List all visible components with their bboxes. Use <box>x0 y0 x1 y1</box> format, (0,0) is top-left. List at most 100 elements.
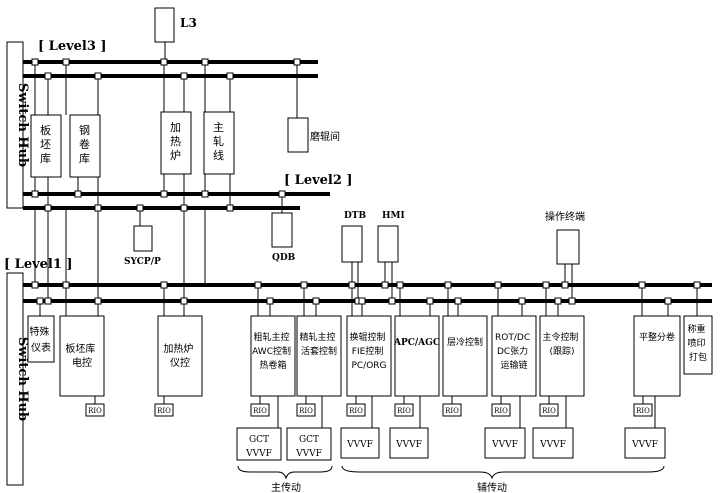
bus-node <box>201 58 209 66</box>
rio-units: RIO RIO RIO RIO RIO RIO RIO RIO RIO RIO <box>85 396 653 417</box>
bus-node <box>180 297 188 305</box>
furnace-label: 加 热 炉 <box>170 121 185 162</box>
bus-node <box>388 297 396 305</box>
level1-switch-hub: Switch Hub <box>6 272 30 486</box>
svg-text:GCT: GCT <box>299 435 319 445</box>
slab-yard-server <box>30 114 62 178</box>
bus-node <box>348 281 356 289</box>
bus-node <box>568 297 576 305</box>
operator-terminal-box <box>556 229 580 265</box>
bus-node <box>518 297 526 305</box>
main-line-label: 主 轧 线 <box>213 121 228 162</box>
bus-node <box>180 72 188 80</box>
drive-rough <box>236 427 282 461</box>
bus-node <box>300 281 308 289</box>
svg-text:RIO: RIO <box>542 407 556 415</box>
svg-text:RIO: RIO <box>636 407 650 415</box>
bus-node <box>226 204 234 212</box>
bus-node <box>31 281 39 289</box>
bus-node <box>396 281 404 289</box>
operator-terminal-label: 操作终端 <box>545 210 585 223</box>
main-cmd-box <box>539 315 585 397</box>
drive-units: GCT VVVF GCT VVVF VVVF VVVF VVVF VVVF VV… <box>236 396 666 461</box>
hmi-box <box>377 225 399 263</box>
bus-node <box>62 58 70 66</box>
level1-controllers: 特殊 仪表 板坯库 电控 加热炉 仪控 粗轧主控 AWC控制 热卷箱 <box>27 285 713 397</box>
dtb-box <box>341 225 363 263</box>
bus-node <box>278 190 286 198</box>
bus-node <box>74 190 82 198</box>
special-instr-label: 特殊 仪表 <box>29 325 52 354</box>
bus-node <box>444 281 452 289</box>
level3-switch-hub: Switch Hub <box>6 41 30 209</box>
switch-hub-label-bottom: Switch Hub <box>15 337 30 421</box>
svg-text:VVVF: VVVF <box>395 440 422 450</box>
rio-laminar <box>442 403 462 417</box>
svg-text:RIO: RIO <box>397 407 411 415</box>
drive-finish <box>286 427 332 461</box>
bus-node <box>180 204 188 212</box>
roll-shop-box <box>287 117 309 153</box>
rio-slab-yard <box>85 403 105 417</box>
slab-yard-elec-box <box>59 315 105 397</box>
level3-label: [ Level3 ] <box>38 39 107 54</box>
svg-text:VVVF: VVVF <box>539 440 566 450</box>
level3-servers: 板 坯 库 钢 卷 库 加 热 炉 主 轧 线 <box>30 62 235 208</box>
bus-node <box>426 297 434 305</box>
svg-text:VVVF: VVVF <box>346 440 373 450</box>
roll-change-label: 换辊控制 FIE控制 PC/ORG <box>350 331 389 371</box>
bus-node <box>494 281 502 289</box>
apc-agc-box <box>394 315 440 397</box>
switch-hub-label-top: Switch Hub <box>15 83 30 167</box>
sycp-box <box>133 225 153 252</box>
qdb-box <box>271 212 293 248</box>
aux-drive-brace <box>341 465 665 480</box>
svg-text:RIO: RIO <box>88 407 102 415</box>
bus-node <box>44 72 52 80</box>
roll-change-box <box>346 315 392 397</box>
bus-node <box>160 190 168 198</box>
rio-finish <box>296 403 316 417</box>
bus-node <box>31 58 39 66</box>
l3-server <box>154 7 175 43</box>
slab-yard-elec-label: 板坯库 电控 <box>65 342 98 369</box>
l3-label: L3 <box>180 16 197 30</box>
drive-roll-change <box>340 427 380 459</box>
main-drive-label: 主传动 <box>271 482 301 493</box>
bus-node <box>31 190 39 198</box>
laminar-label: 层冷控制 <box>447 336 483 348</box>
bus-node <box>94 297 102 305</box>
bus-node <box>554 297 562 305</box>
bus-node <box>542 281 550 289</box>
level1-label: [ Level1 ] <box>4 257 73 272</box>
drive-rot-dc <box>484 427 526 459</box>
drive-flatten <box>624 427 666 459</box>
bus-node <box>664 297 672 305</box>
bus-node <box>561 281 569 289</box>
hmi-label: HMI <box>382 211 405 221</box>
rio-main-cmd <box>539 403 559 417</box>
svg-text:VVVF: VVVF <box>295 449 322 459</box>
furnace-server <box>160 111 192 175</box>
main-cmd-label: 主令控制 (跟踪) <box>543 331 582 357</box>
main-drive-brace <box>237 465 333 480</box>
coil-yard-label: 钢 卷 库 <box>79 124 94 165</box>
bus-node <box>160 58 168 66</box>
svg-text:RIO: RIO <box>299 407 313 415</box>
svg-text:RIO: RIO <box>157 407 171 415</box>
rio-rot-dc <box>491 403 511 417</box>
rio-apc-agc <box>394 403 414 417</box>
rio-roll-change <box>346 403 366 417</box>
bus-node <box>44 204 52 212</box>
flatten-label: 平整分卷 <box>639 331 675 343</box>
slab-yard-label: 板 坯 库 <box>40 123 55 165</box>
qdb-label: QDB <box>272 253 296 263</box>
dtb-label: DTB <box>344 211 367 221</box>
bus-nodes <box>31 58 701 305</box>
apc-agc-label: APC/AGC <box>393 338 440 348</box>
special-instr-box <box>27 315 55 363</box>
rot-dc-box <box>491 315 537 397</box>
bus-node <box>226 72 234 80</box>
svg-text:RIO: RIO <box>349 407 363 415</box>
bus-node <box>44 297 52 305</box>
